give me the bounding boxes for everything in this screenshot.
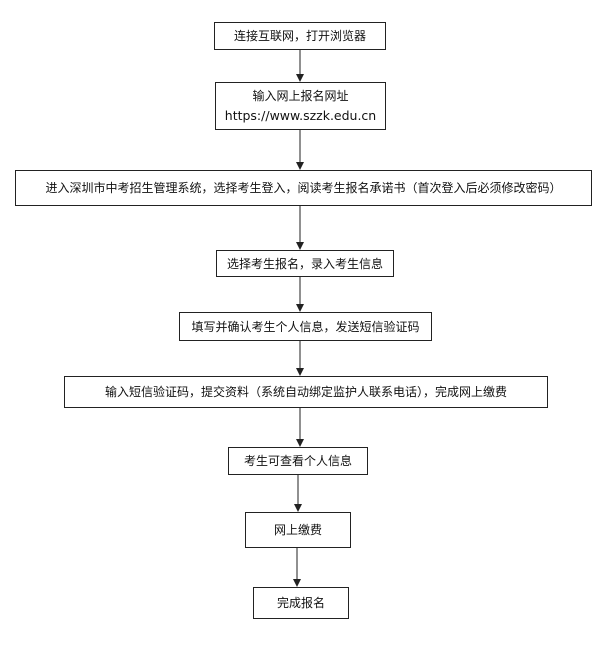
- step-view-info: 考生可查看个人信息: [228, 447, 368, 475]
- step-select-registration-text: 选择考生报名，录入考生信息: [226, 256, 383, 271]
- step-login-system: 进入深圳市中考招生管理系统，选择考生登入，阅读考生报名承诺书（首次登入后必须修改…: [15, 170, 592, 206]
- step-confirm-info-text: 填写并确认考生个人信息，发送短信验证码: [191, 319, 420, 334]
- step-confirm-info: 填写并确认考生个人信息，发送短信验证码: [179, 312, 432, 341]
- step-complete-registration-text: 完成报名: [276, 596, 325, 610]
- registration-url: https://www.szzk.edu.cn: [224, 108, 377, 123]
- step-online-payment-text: 网上缴费: [273, 523, 322, 537]
- step-complete-registration: 完成报名: [253, 587, 349, 619]
- step-view-info-text: 考生可查看个人信息: [243, 454, 352, 468]
- step-connect-internet: 连接互联网，打开浏览器: [214, 22, 386, 50]
- step-online-payment: 网上缴费: [245, 512, 351, 548]
- step-select-registration: 选择考生报名，录入考生信息: [216, 250, 394, 277]
- step-submit-data: 输入短信验证码，提交资料（系统自动绑定监护人联系电话），完成网上缴费: [64, 376, 548, 408]
- step-login-system-text: 进入深圳市中考招生管理系统，选择考生登入，阅读考生报名承诺书（首次登入后必须修改…: [45, 181, 562, 195]
- step-submit-data-text: 输入短信验证码，提交资料（系统自动绑定监护人联系电话），完成网上缴费: [104, 385, 507, 399]
- step-connect-internet-text: 连接互联网，打开浏览器: [233, 29, 366, 43]
- step-enter-url: 输入网上报名网址 https://www.szzk.edu.cn: [215, 82, 386, 130]
- step-enter-url-text: 输入网上报名网址: [252, 89, 349, 103]
